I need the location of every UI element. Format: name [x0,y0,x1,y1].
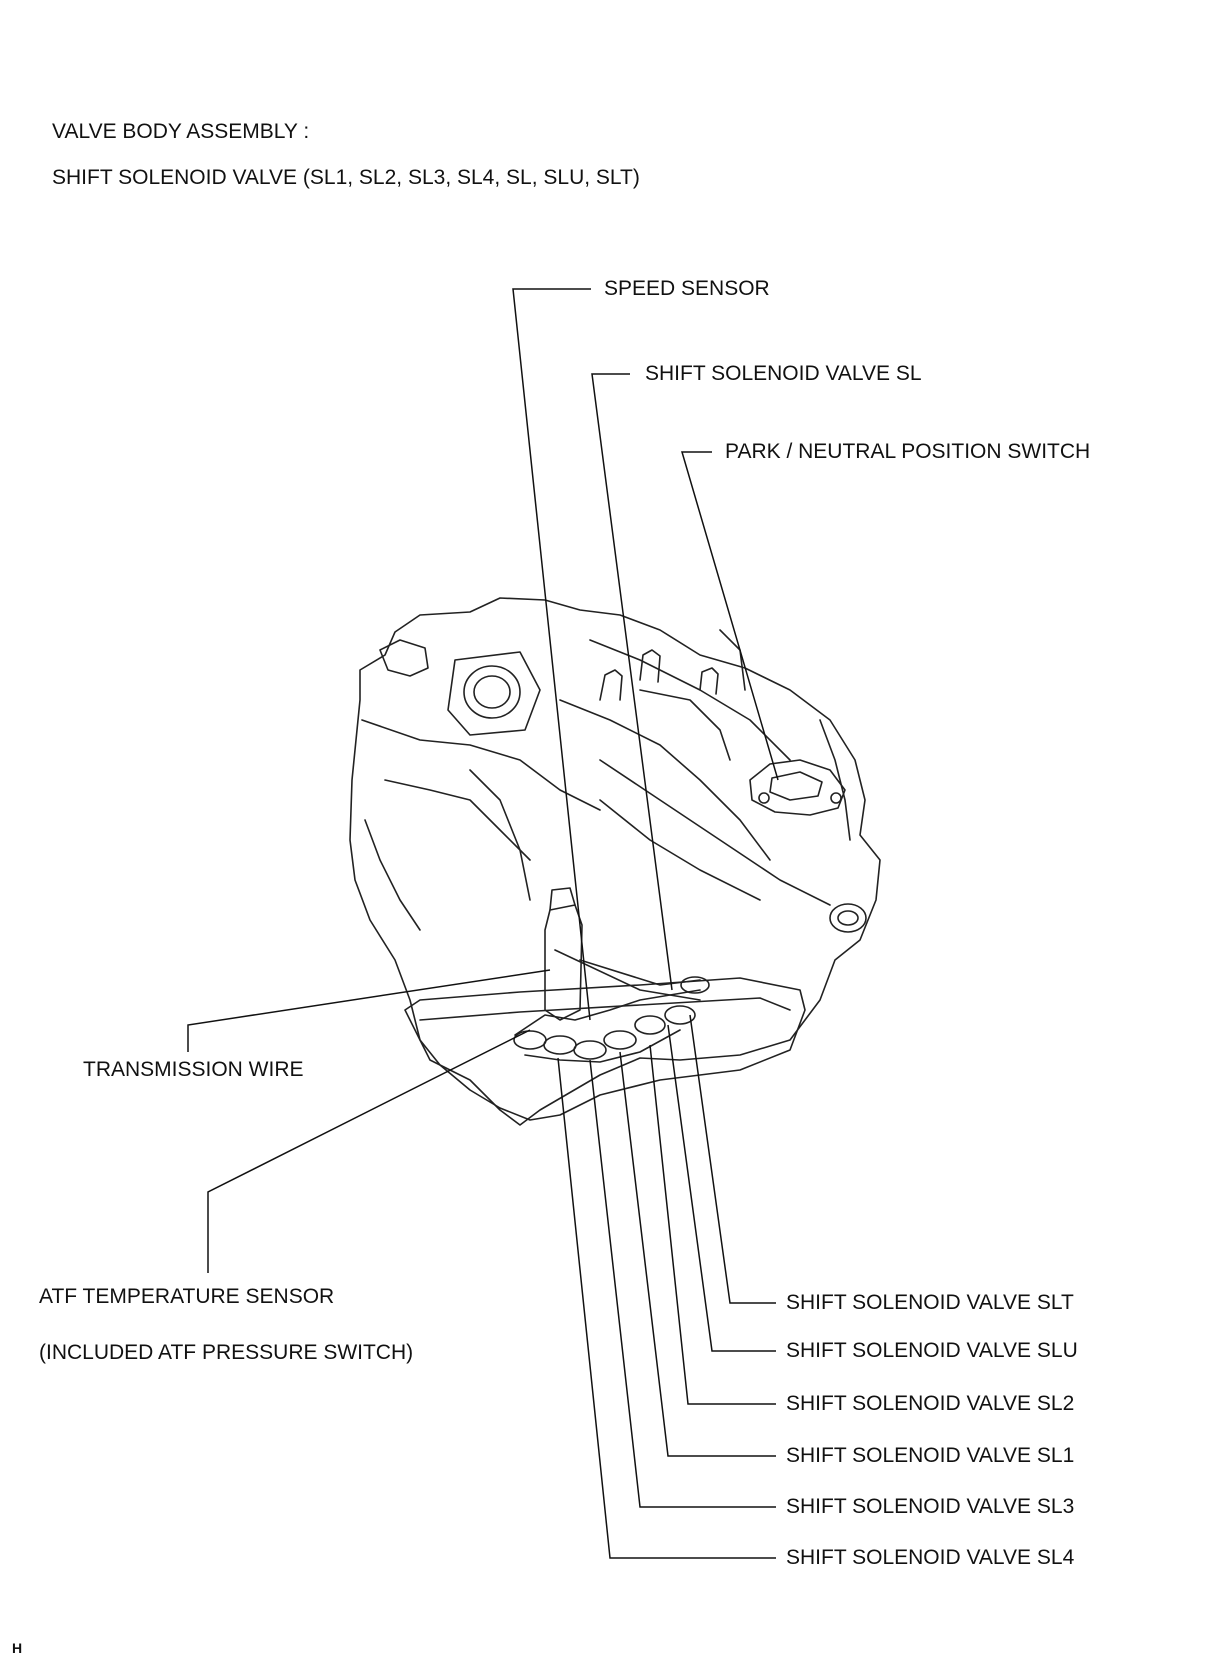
callout-atf-pressure-switch-note: (INCLUDED ATF PRESSURE SWITCH) [39,1341,414,1364]
callout-shift-solenoid-valve-sl2: SHIFT SOLENOID VALVE SL2 [786,1392,1075,1415]
callout-transmission-wire: TRANSMISSION WIRE [83,1058,304,1081]
callout-shift-solenoid-valve-sl4: SHIFT SOLENOID VALVE SL4 [786,1546,1075,1569]
leader-lines [187,288,779,1559]
callout-shift-solenoid-valve-sl3: SHIFT SOLENOID VALVE SL3 [786,1495,1075,1518]
callout-shift-solenoid-valve-sl: SHIFT SOLENOID VALVE SL [645,362,922,385]
diagram-heading-assembly: VALVE BODY ASSEMBLY : [52,120,310,143]
callout-shift-solenoid-valve-slu: SHIFT SOLENOID VALVE SLU [786,1339,1078,1362]
diagram-heading-valves: SHIFT SOLENOID VALVE (SL1, SL2, SL3, SL4… [52,166,640,189]
callout-atf-temperature-sensor: ATF TEMPERATURE SENSOR [39,1285,335,1308]
page-footer-mark: H [12,1640,23,1656]
transmission-housing-outline [349,597,881,1126]
callout-park-neutral-position-switch: PARK / NEUTRAL POSITION SWITCH [725,440,1091,463]
callout-speed-sensor: SPEED SENSOR [604,277,770,300]
callout-shift-solenoid-valve-slt: SHIFT SOLENOID VALVE SLT [786,1291,1074,1314]
callout-shift-solenoid-valve-sl1: SHIFT SOLENOID VALVE SL1 [786,1444,1075,1467]
